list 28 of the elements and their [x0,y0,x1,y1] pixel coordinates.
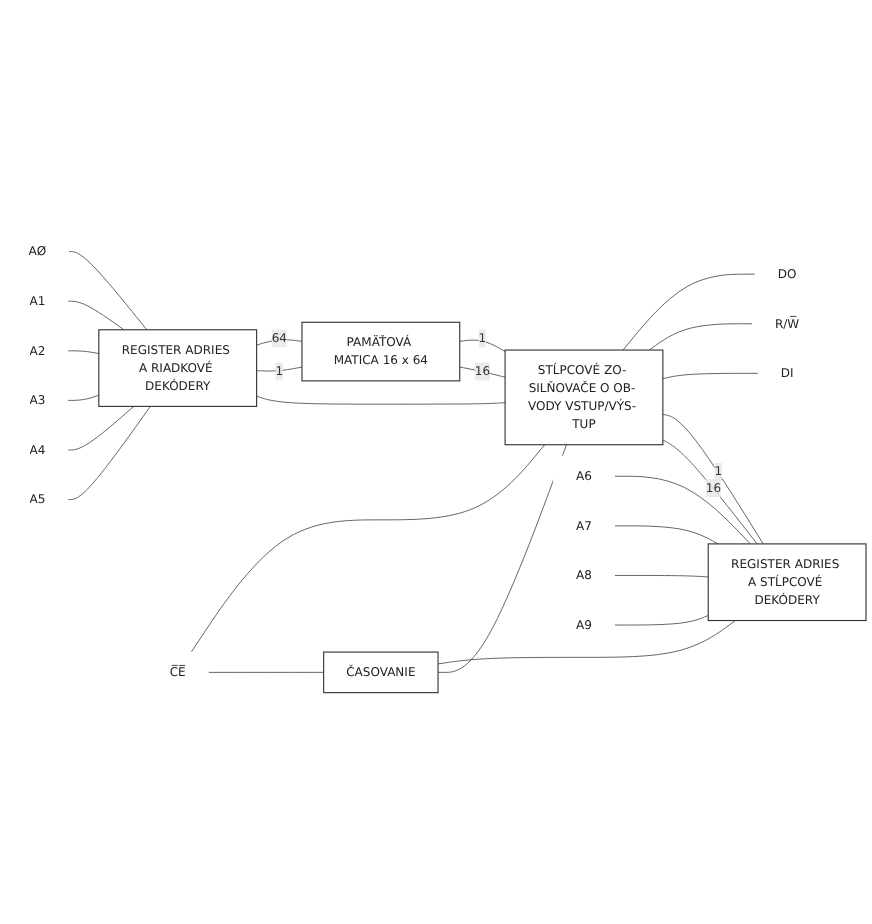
node-box [323,651,439,694]
connector [256,366,303,372]
connector [437,444,567,673]
connector [68,251,148,331]
connector [622,273,756,351]
connector [662,413,764,545]
node-box [707,543,867,622]
connector [662,439,758,545]
connector [67,350,100,354]
connector [614,525,719,545]
connector [256,395,506,405]
connector [614,615,709,626]
connector [614,575,709,578]
connector [614,475,751,545]
connector [190,444,546,653]
connector [67,406,135,451]
connector [67,300,125,331]
connector [459,366,506,378]
node-box [98,329,258,407]
node-box [504,349,664,446]
connector [67,394,100,401]
connector [648,323,753,351]
connector [437,620,736,665]
connector [67,406,151,500]
connector [207,672,325,673]
node-box [301,321,461,382]
connector [662,372,759,380]
connector [459,339,506,352]
